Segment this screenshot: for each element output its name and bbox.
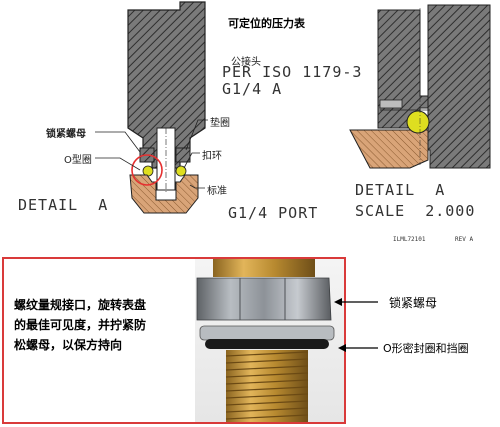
label-standard: 标准 (207, 186, 227, 197)
highlight-circle (131, 154, 163, 186)
callout-seal: O形密封圈和挡圈 (383, 342, 469, 355)
detail-bronze (349, 129, 429, 169)
port-label: G1/4 PORT (228, 204, 319, 222)
photo-oring (205, 339, 329, 349)
diagram-title: 可定位的压力表 (228, 17, 305, 30)
photo-locknut (196, 277, 332, 321)
detail-oring (406, 110, 430, 134)
scale-label: SCALE 2.000 (355, 202, 476, 220)
fitting-photo (195, 259, 344, 422)
spec-line-1: PER ISO 1179-3 (222, 63, 363, 81)
right-detail-drawing (349, 4, 491, 169)
detail-port (419, 4, 491, 169)
label-locknut: 锁紧螺母 (46, 129, 86, 140)
locknut-right (175, 147, 191, 163)
note-line-3: 松螺母，以保方持向 (14, 338, 123, 352)
instruction-note: 螺纹量规接口，旋转表盘 的最佳可见度，并拧紧防 松螺母，以保方持向 (14, 295, 194, 355)
detail-left-label: DETAIL A (18, 196, 109, 214)
label-male-fitting: 公接头 (231, 57, 261, 68)
label-gasket: 垫圈 (210, 118, 230, 129)
drawing-number: ILML72101 (393, 236, 426, 243)
callout-locknut: 锁紧螺母 (389, 296, 438, 310)
spec-line-2: G1/4 A (222, 80, 283, 98)
photo-washer (199, 325, 335, 341)
detail-right-label: DETAIL A (355, 181, 446, 199)
note-line-1: 螺纹量规接口，旋转表盘 (14, 298, 147, 312)
label-retainer: 扣环 (202, 151, 222, 162)
left-section-drawing (95, 1, 208, 214)
revision-label: REV A (455, 236, 474, 243)
note-line-2: 的最佳可见度，并拧紧防 (14, 318, 147, 332)
oring-right (175, 165, 187, 177)
label-oring: O型圈 (64, 155, 92, 166)
